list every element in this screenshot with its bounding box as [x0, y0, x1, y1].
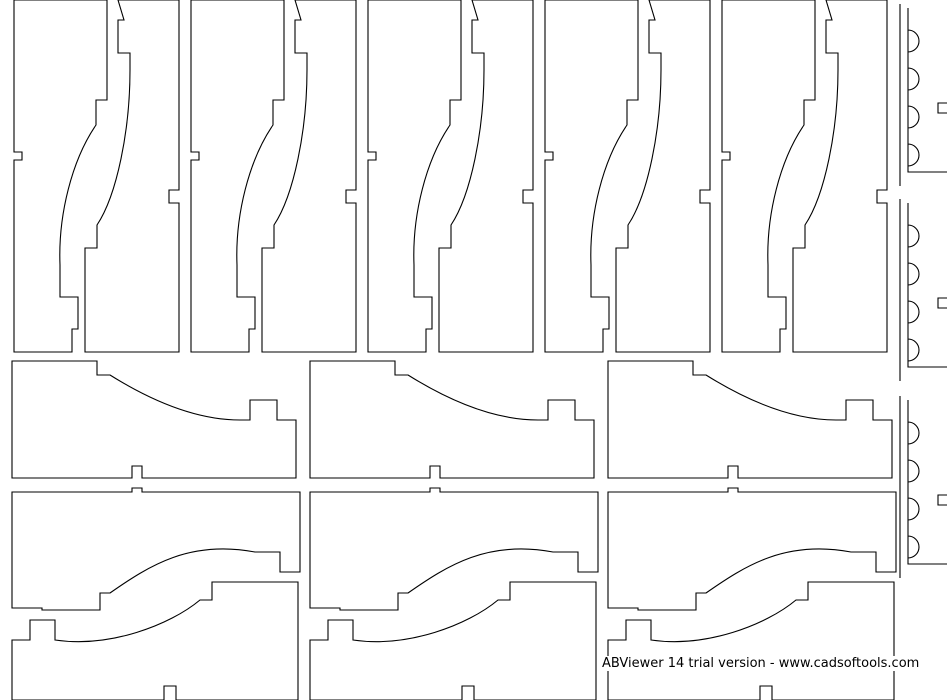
scalloped-parts-column — [899, 4, 947, 578]
vertical-part-right — [261, 0, 357, 353]
horizontal-part-top — [11, 360, 297, 479]
horizontal-part-top — [309, 360, 595, 479]
vertical-part-right — [792, 0, 888, 353]
scalloped-side-part — [907, 203, 947, 368]
scalloped-side-part — [907, 400, 947, 565]
horizontal-part-middle — [11, 487, 301, 611]
trial-watermark: ABViewer 14 trial version - www.cadsofto… — [600, 656, 922, 671]
vertical-part-right — [615, 0, 711, 353]
horizontal-parts-top-row — [11, 360, 893, 479]
horizontal-parts-middle-row — [11, 487, 897, 611]
horizontal-part-bottom — [309, 581, 597, 700]
vertical-part-left — [367, 0, 462, 353]
horizontal-part-bottom — [607, 581, 895, 700]
horizontal-part-top — [607, 360, 893, 479]
horizontal-part-middle — [309, 487, 599, 611]
vertical-parts-row — [13, 0, 888, 353]
vertical-part-left — [190, 0, 285, 353]
vertical-part-left — [544, 0, 639, 353]
horizontal-parts-bottom-row — [11, 581, 895, 700]
horizontal-part-bottom — [11, 581, 299, 700]
side-part-slot — [937, 297, 947, 309]
side-part-slot — [937, 102, 947, 114]
vertical-part-right — [438, 0, 534, 353]
vertical-part-right — [84, 0, 180, 353]
horizontal-part-middle — [607, 487, 897, 611]
side-part-slot — [937, 494, 947, 506]
vertical-part-left — [13, 0, 108, 353]
vertical-part-left — [721, 0, 816, 353]
scalloped-side-part — [907, 8, 947, 173]
